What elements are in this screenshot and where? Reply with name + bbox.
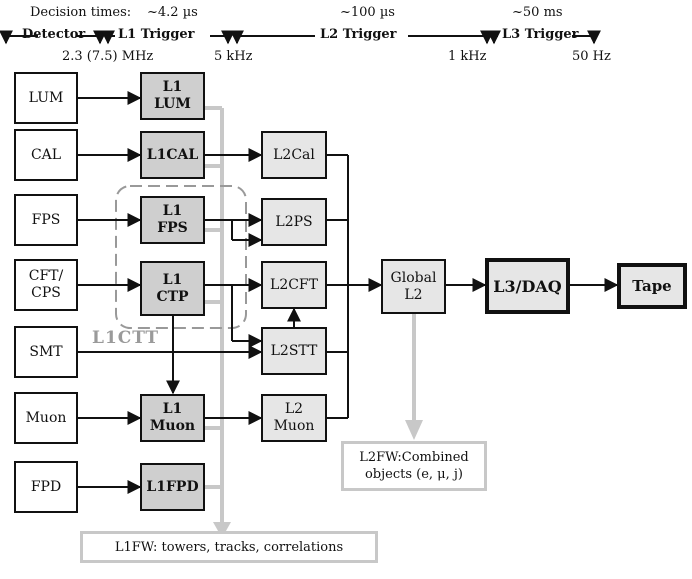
detector-muon: Muon — [14, 392, 78, 444]
detector-fps: FPS — [14, 194, 78, 246]
l1fw-note: L1FW: towers, tracks, correlations — [80, 531, 378, 563]
l2-trigger-stage-label: L2 Trigger — [320, 27, 397, 42]
detector-lum: LUM — [14, 72, 78, 124]
l2-cal-box: L2Cal — [261, 131, 327, 179]
rate-input: 2.3 (7.5) MHz — [62, 49, 154, 64]
l1ctt-region — [115, 185, 247, 329]
l1-cal-box: L1CAL — [140, 131, 205, 179]
l2-stt-box: L2STT — [261, 327, 327, 375]
l1ctt-label: L1CTT — [92, 328, 160, 348]
rate-l2-output: 1 kHz — [448, 49, 487, 64]
l1-ctp-box: L1 CTP — [140, 261, 205, 316]
l3-decision-time: ~50 ms — [512, 5, 563, 20]
signal-lines — [78, 91, 619, 494]
l3-daq-box: L3/DAQ — [485, 258, 570, 314]
l2-decision-time: ~100 µs — [340, 5, 395, 20]
l1-trigger-stage-label: L1 Trigger — [118, 27, 195, 42]
l2fw-note: L2FW:Combined objects (e, μ, j) — [341, 441, 487, 491]
l3-trigger-stage-label: L3 Trigger — [502, 27, 579, 42]
l2-cft-box: L2CFT — [261, 261, 327, 309]
detector-cal: CAL — [14, 129, 78, 181]
l1-lum-box: L1 LUM — [140, 72, 205, 120]
rate-l3-output: 50 Hz — [572, 49, 611, 64]
l1-fps-box: L1 FPS — [140, 196, 205, 244]
l2-muon-box: L2 Muon — [261, 394, 327, 442]
detector-cft-cps: CFT/ CPS — [14, 259, 78, 311]
decision-times-label: Decision times: — [30, 5, 132, 20]
l2-ps-box: L2PS — [261, 198, 327, 246]
detector-fpd: FPD — [14, 461, 78, 513]
l1-muon-box: L1 Muon — [140, 394, 205, 442]
detector-smt: SMT — [14, 326, 78, 378]
l2fw-feed-arrow — [405, 420, 423, 440]
global-l2-box: Global L2 — [381, 259, 446, 314]
l1-fpd-box: L1FPD — [140, 463, 205, 511]
l1fw-feed-lines — [205, 106, 224, 535]
header-timeline — [0, 30, 601, 45]
l1-decision-time: ~4.2 µs — [147, 5, 198, 20]
tape-box: Tape — [617, 263, 687, 309]
rate-l1-output: 5 kHz — [214, 49, 253, 64]
l1fw-feed-arrow — [213, 522, 231, 538]
detector-stage-label: Detector — [22, 27, 86, 42]
